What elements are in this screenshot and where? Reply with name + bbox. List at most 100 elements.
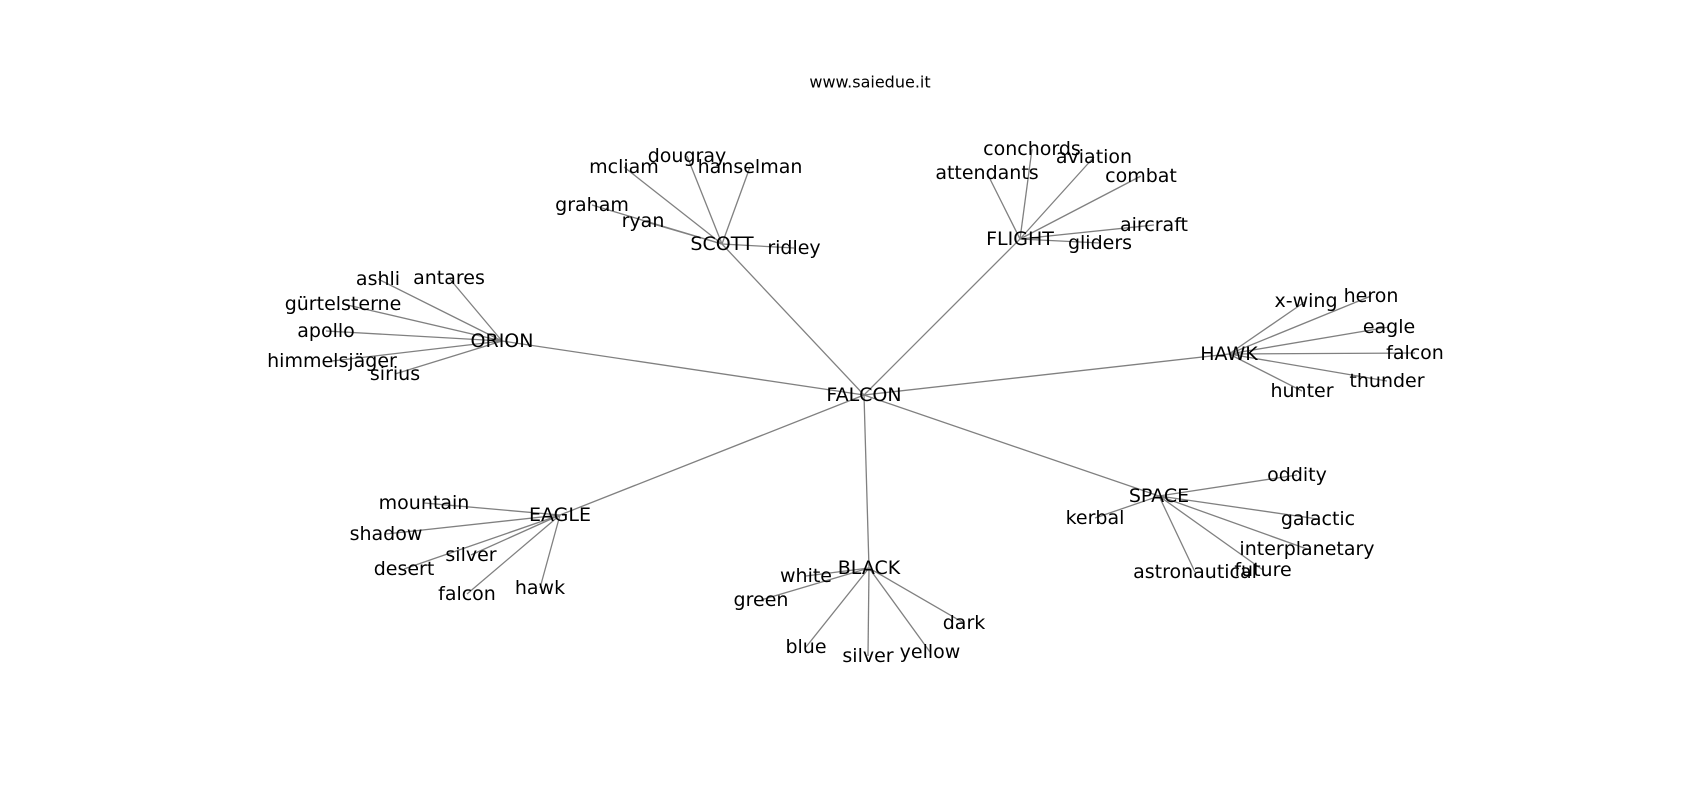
edge-black-5 [868,567,931,653]
node-hub-black: BLACK [838,557,901,579]
node-leaf-space-0: oddity [1267,464,1327,486]
node-leaf-black-3: blue [785,636,826,658]
node-leaf-black-0: white [780,565,832,587]
edge-hawk-0 [1228,300,1307,355]
node-leaf-orion-5: sirius [370,363,420,385]
edge-root-space [863,394,1160,497]
node-leaf-black-5: yellow [900,641,961,663]
edge-orion-5 [394,340,503,375]
node-leaf-space-4: astronautical [1133,561,1257,583]
node-leaf-hawk-1: heron [1344,285,1399,307]
node-leaf-flight-5: gliders [1068,232,1132,254]
edge-eagle-5 [539,514,561,589]
node-leaf-flight-2: attendants [935,162,1038,184]
edge-black-2 [868,567,965,624]
node-leaf-hawk-2: eagle [1363,316,1415,338]
node-leaf-orion-3: apollo [297,320,355,342]
edge-flight-0 [1019,148,1033,240]
node-leaf-hawk-3: falcon [1386,342,1444,364]
edge-orion-1 [448,277,503,342]
edge-root-black [863,394,870,569]
edge-flight-2 [986,172,1021,240]
node-leaf-flight-4: aircraft [1120,214,1188,236]
edge-hawk-1 [1228,295,1372,355]
edge-scott-2 [721,166,751,245]
node-leaf-hawk-0: x-wing [1274,290,1337,312]
node-leaf-orion-2: gürtelsterne [285,293,402,315]
site-title: www.saiedue.it [809,73,930,92]
node-leaf-scott-3: graham [555,194,629,216]
edge-space-0 [1158,474,1298,497]
node-leaf-flight-1: aviation [1056,146,1132,168]
node-leaf-hawk-4: thunder [1349,370,1424,392]
node-leaf-space-2: galactic [1281,508,1355,530]
edge-orion-2 [342,303,503,342]
node-leaf-space-1: kerbal [1066,507,1125,529]
edge-root-flight [863,238,1021,396]
edge-hawk-5 [1228,353,1303,392]
node-hub-orion: ORION [471,330,534,352]
node-hub-eagle: EAGLE [529,504,591,526]
edge-eagle-2 [470,514,561,556]
edge-black-0 [805,567,870,577]
node-hub-scott: SCOTT [690,233,754,255]
edge-space-1 [1094,495,1160,519]
edge-hawk-2 [1228,326,1390,355]
node-leaf-flight-0: conchords [983,138,1081,160]
edge-space-4 [1158,495,1196,573]
edge-space-3 [1158,495,1308,550]
node-leaf-orion-1: antares [413,267,485,289]
node-leaf-eagle-1: shadow [350,523,423,545]
edge-black-4 [867,567,870,657]
node-leaf-scott-1: dougray [648,145,727,167]
node-leaf-black-4: silver [842,645,893,667]
edge-orion-0 [377,278,503,342]
edge-scott-5 [721,243,795,249]
edge-flight-3 [1019,175,1142,240]
edge-orion-3 [325,330,503,342]
edge-root-eagle [559,394,865,516]
edge-eagle-0 [423,502,561,516]
edge-root-hawk [863,353,1230,396]
edge-space-5 [1158,495,1264,571]
edge-black-3 [805,567,870,648]
edge-scott-0 [623,166,723,245]
node-hub-flight: FLIGHT [986,228,1054,250]
node-leaf-space-5: future [1234,559,1291,581]
edge-orion-4 [331,340,503,362]
edge-eagle-4 [466,514,561,595]
node-hub-hawk: HAWK [1200,343,1258,365]
node-leaf-eagle-3: desert [374,558,435,580]
edge-flight-1 [1019,156,1095,240]
node-leaf-scott-5: ridley [767,237,820,259]
node-leaf-orion-4: himmelsjäger [267,350,397,372]
node-leaf-scott-0: mcliam [589,156,659,178]
node-leaf-eagle-5: hawk [515,577,565,599]
edge-hawk-3 [1228,352,1416,355]
edges-layer [325,148,1416,657]
edge-root-orion [501,340,865,396]
edge-flight-5 [1019,238,1101,244]
edge-flight-4 [1019,224,1155,240]
node-leaf-eagle-4: falcon [438,583,496,605]
edge-scott-1 [686,155,723,245]
node-leaf-hawk-5: hunter [1270,380,1333,402]
node-root: FALCON [826,384,901,406]
edge-hawk-4 [1228,353,1388,382]
node-leaf-black-2: dark [943,612,986,634]
edge-eagle-1 [385,514,561,535]
edge-eagle-3 [403,514,561,570]
edge-black-1 [760,567,870,601]
node-leaf-scott-4: ryan [622,210,665,232]
node-leaf-eagle-2: silver [445,544,496,566]
node-leaf-black-1: green [734,589,789,611]
node-leaf-eagle-0: mountain [379,492,470,514]
edge-scott-4 [642,220,723,245]
edge-root-scott [721,243,865,396]
node-leaf-scott-2: hanselman [698,156,803,178]
edge-space-2 [1158,495,1319,520]
node-leaf-flight-3: combat [1105,165,1177,187]
node-leaf-orion-0: ashli [356,268,400,290]
labels-layer: FALCONSCOTTmcliamdougrayhanselmangrahamr… [267,138,1444,667]
